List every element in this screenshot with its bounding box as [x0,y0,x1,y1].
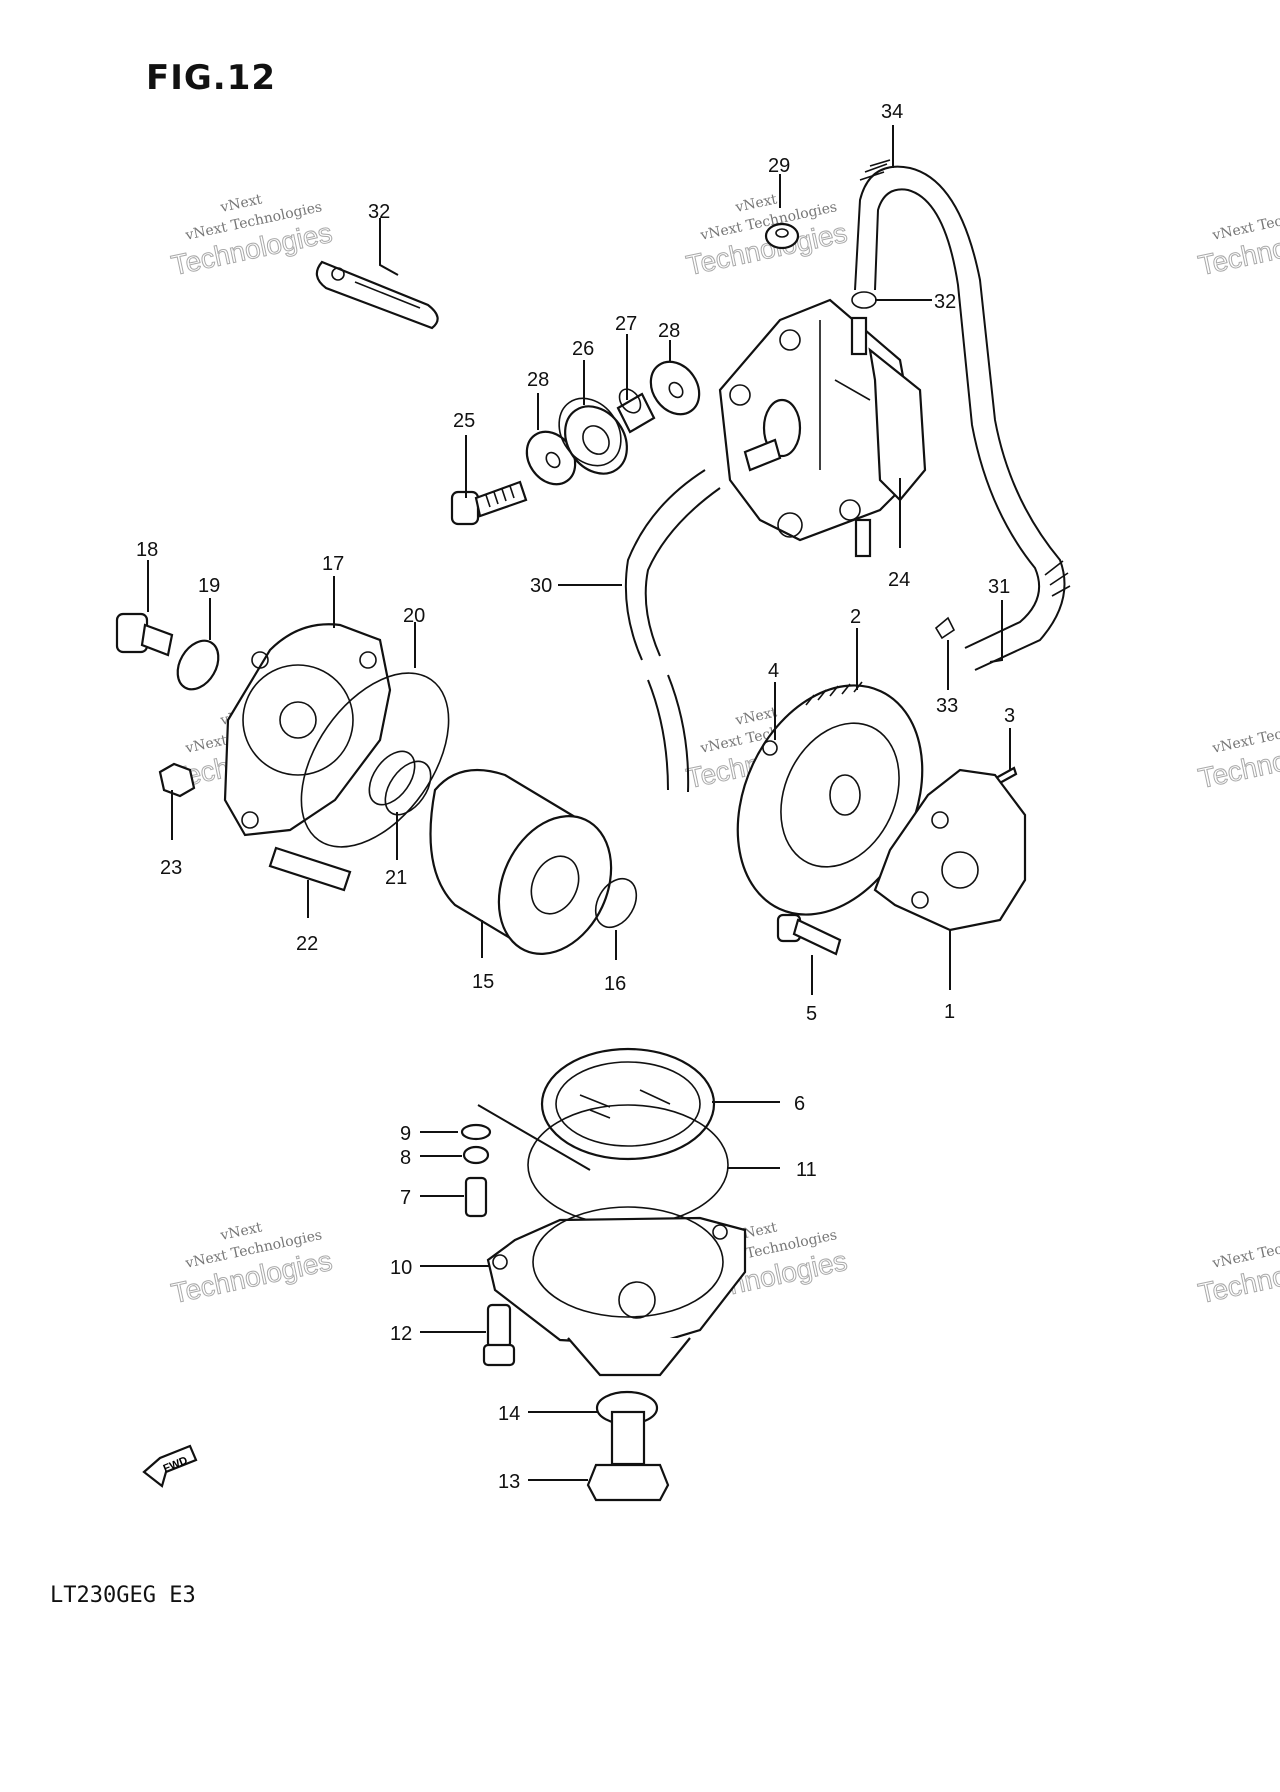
part-17-cover [223,623,392,837]
part-15-oil-filter [429,768,613,955]
part-21-o-rings [368,750,432,816]
part-9-washer [460,1123,492,1141]
callout-34: 34 [881,101,903,123]
part-29-nut [764,222,800,250]
callout-21: 21 [385,867,407,889]
callout-6: 6 [794,1093,805,1115]
callout-27: 27 [615,313,637,335]
part-32-clip-2 [934,616,956,640]
part-2-gear [736,681,924,916]
part-26-grommet [558,397,628,475]
part-16-o-ring [594,877,638,929]
part-27-collar [616,388,656,434]
callout-23: 23 [160,857,182,879]
callout-4: 4 [768,660,779,682]
part-19-washer [176,639,220,691]
part-18-bolt [115,612,174,657]
figure-title: FIG.12 [146,58,277,98]
callout-20: 20 [403,605,425,627]
part-34-hose [854,159,1071,671]
callout-24: 24 [888,569,910,591]
part-32-clip [851,291,877,309]
part-31-hose [624,469,721,793]
callout-7: 7 [400,1187,411,1209]
callout-15: 15 [472,971,494,993]
callout-14: 14 [498,1403,520,1425]
part-5-bolt [776,913,842,956]
callout-29: 29 [768,155,790,177]
part-23-nut [158,762,196,798]
part-20-o-ring [300,672,450,848]
part-8-washer [462,1145,490,1165]
part-6-strainer [540,1047,716,1161]
part-12-bolt [482,1303,516,1367]
callout-1: 1 [944,1001,955,1023]
callout-30: 31 [988,576,1010,598]
part-24-fuel-pump [718,298,927,558]
callout-9: 9 [400,1123,411,1145]
part-13-drain-plug [586,1410,670,1502]
part-10-housing [486,1206,747,1377]
callout-13: 13 [498,1471,520,1493]
callout-8: 8 [400,1147,411,1169]
callout-22: 22 [296,933,318,955]
callout-25: 25 [453,410,475,432]
part-25-bolt [450,480,528,526]
model-code: LT230GEG E3 [50,1583,196,1608]
fwd-arrow: FWD [142,1444,198,1488]
part-22-stud [268,846,352,892]
part-4-pin [762,740,778,756]
part-7-screw [464,1176,488,1218]
callout-5: 5 [806,1003,817,1025]
callout-11: 11 [796,1159,817,1181]
callout-12: 12 [390,1323,412,1345]
part-28-washer-2 [649,360,701,416]
callout-32-top: 32 [934,291,956,313]
part-1-pump-body [873,768,1027,932]
callout-31: 30 [530,575,552,597]
callout-16: 16 [604,973,626,995]
callout-10: 10 [390,1257,412,1279]
callout-17: 17 [322,553,344,575]
callout-2: 2 [850,606,861,628]
callout-33: 32 [368,201,390,223]
callout-19: 19 [198,575,220,597]
part-33-clamp [315,260,439,330]
callout-26: 26 [572,338,594,360]
callout-28-left: 28 [527,369,549,391]
callout-group: 32 34 29 32 25 28 26 27 28 24 30 31 33 2… [136,101,1015,1493]
callout-18: 18 [136,539,158,561]
callout-32-bottom: 33 [936,695,958,717]
callout-3: 3 [1004,705,1015,727]
callout-28-right: 28 [658,320,680,342]
